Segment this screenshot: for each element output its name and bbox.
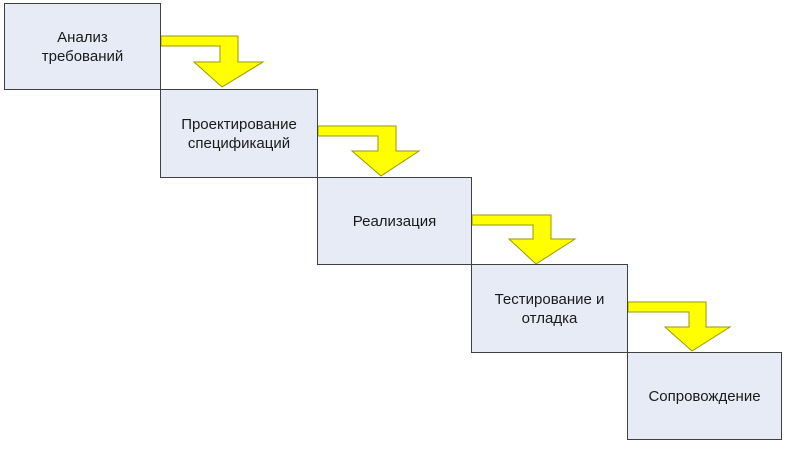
step-label: Реализация bbox=[352, 212, 437, 230]
step-implementation: Реализация bbox=[317, 177, 472, 265]
step-specification-design: Проектирование спецификаций bbox=[160, 89, 318, 178]
step-label: Тестирование и отладка bbox=[494, 290, 605, 327]
arrow-4 bbox=[627, 301, 732, 352]
step-testing-debugging: Тестирование и отладка bbox=[471, 264, 628, 353]
arrow-3 bbox=[471, 214, 577, 265]
step-label: Анализ требований bbox=[41, 28, 124, 65]
arrow-2 bbox=[317, 125, 421, 177]
step-label: Проектирование спецификаций bbox=[181, 115, 297, 152]
step-maintenance: Сопровождение bbox=[627, 352, 782, 440]
step-label: Сопровождение bbox=[648, 387, 761, 405]
step-requirements-analysis: Анализ требований bbox=[4, 3, 161, 90]
arrow-1 bbox=[160, 35, 265, 88]
